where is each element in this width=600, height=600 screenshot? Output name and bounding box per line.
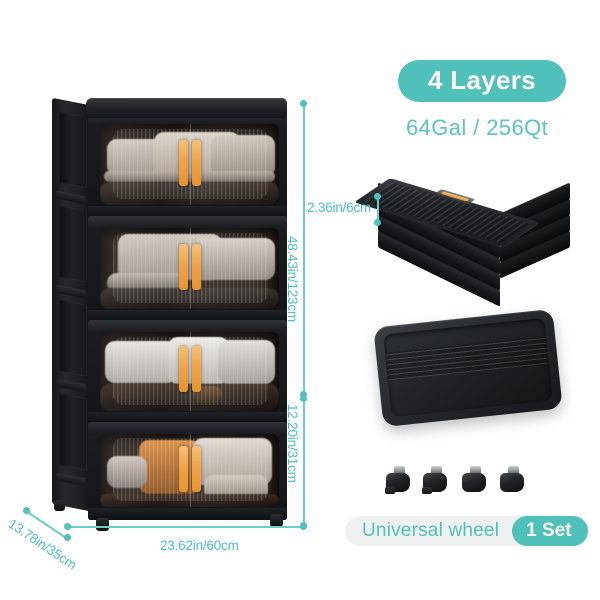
cabinet-layer-2[interactable] [88,216,287,322]
caster-wheel-4 [498,466,528,496]
side-panel-segment [59,299,87,377]
height-dim-dot-bottom [300,391,307,398]
caster-stem [431,466,442,476]
layer-1-door[interactable] [100,124,279,205]
height-dim-dot-top [300,100,307,107]
caster-body [462,473,486,492]
layer-1-handle-right[interactable] [192,140,201,186]
layer-2-handle-right[interactable] [192,244,201,290]
door-sheen [100,332,279,411]
layer-3-handle-right[interactable] [192,346,201,392]
universal-wheel-label: Universal wheel [362,520,500,541]
layer-rail-top [88,320,287,331]
door-center-split [190,228,192,309]
folded-dim-dot-bottom [374,219,381,226]
caster-brake [385,487,395,494]
door-sheen [100,434,279,507]
caster-wheel-1 [384,466,414,496]
layer-1-contents [100,124,279,205]
height-dimension-line [303,103,305,395]
caster-wheel-2 [421,466,451,496]
layers-badge: 4 Layers [398,60,566,102]
caster-body [500,473,524,492]
folded-layer-height-label: 2.36in/6cm [307,200,372,215]
cabinet-wheel-front-left [96,518,109,531]
bottom-dim-dot-top [300,395,307,402]
width-dimension-line [67,526,304,528]
depth-dim-dot-top [23,507,30,514]
layer-rail-top [88,216,287,227]
caster-brake [422,487,432,494]
door-rib-texture [112,336,269,405]
side-latch [56,190,86,205]
layer-4-handle-right[interactable] [192,446,201,492]
side-panel-segment [59,205,87,283]
layer-3-contents [100,332,279,411]
side-latch [56,284,86,299]
door-rib-texture [112,232,269,303]
cabinet-top-lid [86,98,287,118]
layer-2-door[interactable] [100,228,279,309]
folded-layer-dimension-line [377,196,379,222]
layer-4-handle-left[interactable] [179,446,188,492]
tray-body [373,308,563,428]
collapsed-bins-stack [354,178,572,307]
width-dim-dot-left [64,523,71,530]
side-latch [56,472,86,487]
layer-1-handle-left[interactable] [179,140,188,186]
width-dim-dot-right [300,523,307,530]
depth-dim-dot-bottom [64,534,71,541]
storage-cabinet [52,97,287,531]
wheel-set-count: 1 Set [512,516,588,546]
folded-dim-dot-top [374,193,381,200]
cabinet-layer-3[interactable] [88,320,287,424]
bottom-layer-height-label: 12.20in/31cm [285,404,300,483]
caster-stem [508,466,519,476]
tray-well [383,317,553,418]
door-sheen [100,124,279,205]
door-center-split [190,434,192,507]
side-latch [56,378,86,393]
layer-3-door[interactable] [100,332,279,411]
door-rib-texture [112,438,269,502]
door-sheen [100,228,279,309]
cabinet-height-label: 48.43in/123cm [285,236,300,322]
caster-stem [394,466,405,476]
side-panel-segment [59,393,87,471]
layer-4-contents [100,434,279,507]
door-center-split [190,124,192,205]
caster-wheel-3 [460,466,490,496]
universal-wheel-badge: Universal wheel 1 Set [345,516,588,546]
capacity-label: 64Gal / 256Qt [406,115,549,140]
tray-rib-lines [384,335,550,381]
cabinet-wheel-back-left [54,500,65,511]
layer-2-handle-left[interactable] [179,244,188,290]
layer-3-handle-left[interactable] [179,346,188,392]
base-tray-lid [373,308,563,428]
bottom-layer-dimension-line [303,398,305,526]
cabinet-layer-1[interactable] [88,112,287,218]
layer-rail-bottom [88,206,287,218]
cabinet-width-label: 23.62in/60cm [160,538,239,553]
layer-rail-bottom [88,412,287,424]
layer-2-contents [100,228,279,309]
layer-rail-bottom [88,310,287,322]
layer-rail-bottom [88,508,287,520]
caster-stem [470,466,481,476]
cabinet-layer-4[interactable] [88,422,287,520]
door-center-split [190,332,192,411]
cabinet-wheel-front-right [270,514,283,527]
door-rib-texture [112,128,269,199]
layer-4-door[interactable] [100,434,279,507]
layer-rail-top [88,422,287,433]
side-panel-segment [59,111,87,189]
